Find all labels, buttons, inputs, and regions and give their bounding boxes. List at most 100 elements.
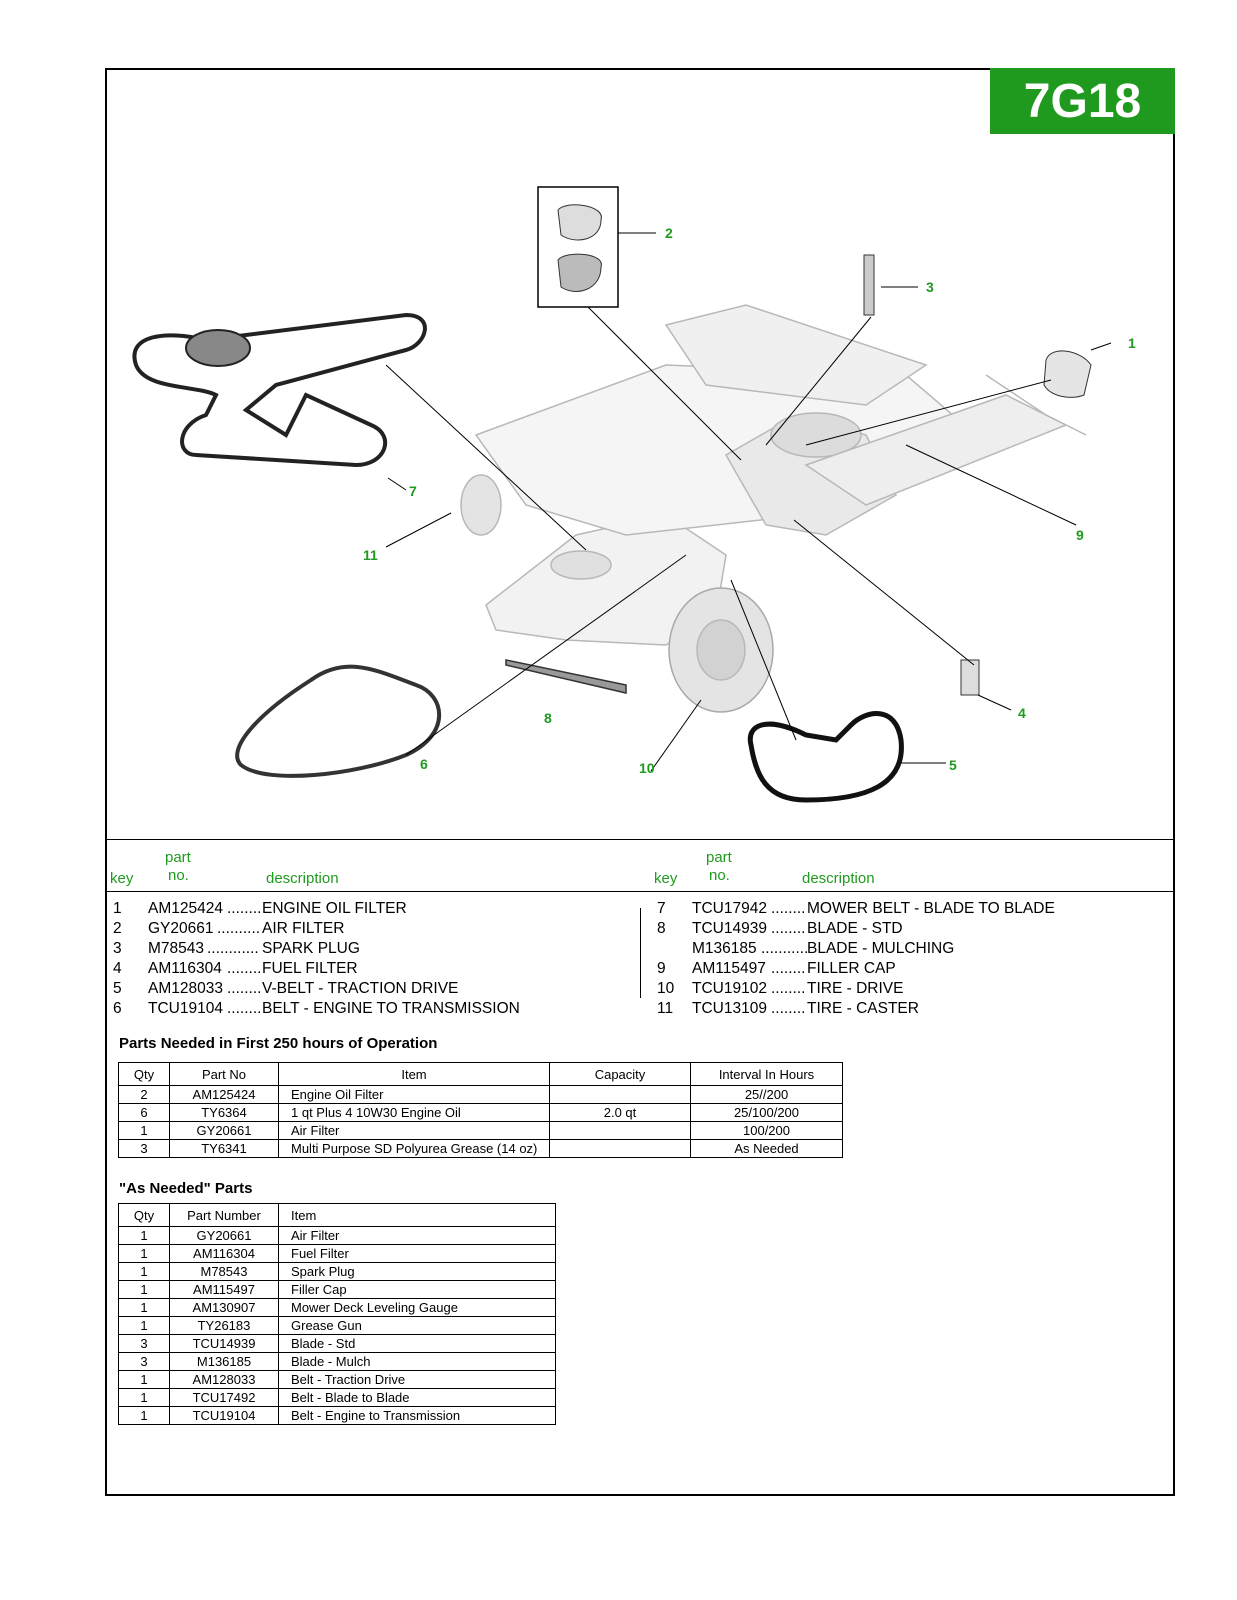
- cell-qty: 6: [118, 1103, 170, 1122]
- part-number: GY20661: [148, 920, 214, 937]
- cell-capacity: 2.0 qt: [549, 1103, 691, 1122]
- callout-4: 4: [1018, 705, 1026, 721]
- part-key: 7: [657, 900, 666, 917]
- part-number: M136185: [692, 940, 757, 957]
- leader-dots: ........: [227, 960, 262, 977]
- part-number: TCU19104: [148, 1000, 223, 1017]
- belt-7-drawing: [132, 312, 427, 468]
- part-key: 6: [113, 1000, 122, 1017]
- part-description: TIRE - CASTER: [807, 1000, 919, 1017]
- leader-dots: ........: [227, 980, 262, 997]
- part-number: AM115497: [692, 960, 766, 977]
- cell-item: Air Filter: [278, 1226, 556, 1245]
- column-header: Item: [278, 1062, 550, 1086]
- part-number: AM125424: [148, 900, 223, 917]
- column-header: Capacity: [549, 1062, 691, 1086]
- belt-6-drawing: [235, 664, 442, 778]
- part-description: AIR FILTER: [262, 920, 345, 937]
- table-row: 3 TY6341 Multi Purpose SD Polyurea Greas…: [118, 1139, 843, 1158]
- cell-part-number: M136185: [169, 1352, 279, 1371]
- belt-5-drawing: [747, 711, 904, 803]
- cell-qty: 1: [118, 1298, 170, 1317]
- leader-dots: ...........: [761, 940, 809, 957]
- part-key: 2: [113, 920, 122, 937]
- part-description: BLADE - MULCHING: [807, 940, 955, 957]
- callout-6: 6: [420, 756, 428, 772]
- callout-1: 1: [1128, 335, 1136, 351]
- header-partno-left-2: no.: [168, 867, 189, 884]
- callout-11: 11: [363, 547, 378, 563]
- part-number: TCU14939: [692, 920, 767, 937]
- part-key: 5: [113, 980, 122, 997]
- leader-dots: ........: [771, 1000, 806, 1017]
- parts-diagram: 1 2 3 4 5 6 7 8 9 10 11: [132, 186, 1136, 803]
- part-key: 10: [657, 980, 675, 997]
- cell-part-no: AM125424: [169, 1085, 279, 1104]
- as-needed-title: "As Needed" Parts: [119, 1180, 253, 1197]
- column-header: Qty: [118, 1203, 170, 1227]
- header-partno-right-1: part: [706, 849, 732, 866]
- cell-item: Engine Oil Filter: [278, 1085, 550, 1104]
- table-row: 6 TY6364 1 qt Plus 4 10W30 Engine Oil 2.…: [118, 1103, 843, 1122]
- column-header: Part No: [169, 1062, 279, 1086]
- column-header: Part Number: [169, 1203, 279, 1227]
- part-description: BLADE - STD: [807, 920, 903, 937]
- part-key: 3: [113, 940, 122, 957]
- cell-item: Mower Deck Leveling Gauge: [278, 1298, 556, 1317]
- cell-interval: 25/100/200: [690, 1103, 843, 1122]
- cell-qty: 1: [118, 1121, 170, 1140]
- cell-item: Multi Purpose SD Polyurea Grease (14 oz): [278, 1139, 550, 1158]
- cell-interval: 25//200: [690, 1085, 843, 1104]
- part-key: 11: [657, 1000, 674, 1017]
- header-partno-right-2: no.: [709, 867, 730, 884]
- leader-dots: ........: [771, 960, 806, 977]
- leader-dots: ........: [227, 1000, 262, 1017]
- leader-dots: ............: [207, 940, 259, 957]
- cell-qty: 1: [118, 1406, 170, 1425]
- cell-capacity: [549, 1085, 691, 1104]
- header-key-left: key: [110, 870, 134, 887]
- part-number: AM116304: [148, 960, 222, 977]
- part-number: M78543: [148, 940, 205, 957]
- part-number: TCU17942: [692, 900, 767, 917]
- blade-8-drawing: [505, 659, 627, 694]
- cell-item: Spark Plug: [278, 1262, 556, 1281]
- part-description: ENGINE OIL FILTER: [262, 900, 407, 917]
- cell-item: Belt - Blade to Blade: [278, 1388, 556, 1407]
- leader-dots: ........: [227, 900, 262, 917]
- callout-5: 5: [949, 757, 957, 773]
- leader-dots: ..........: [217, 920, 261, 937]
- part-number: TCU19102: [692, 980, 767, 997]
- first250-title: Parts Needed in First 250 hours of Opera…: [119, 1035, 438, 1052]
- cell-part-number: TCU17492: [169, 1388, 279, 1407]
- cell-item: Air Filter: [278, 1121, 550, 1140]
- part-key: 1: [113, 900, 122, 917]
- column-header: Interval In Hours: [690, 1062, 843, 1086]
- cell-qty: 3: [118, 1352, 170, 1371]
- callout-2: 2: [665, 225, 673, 241]
- table-row: 2 AM125424 Engine Oil Filter 25//200: [118, 1085, 843, 1104]
- part-description: FILLER CAP: [807, 960, 896, 977]
- cell-item: Blade - Std: [278, 1334, 556, 1353]
- cell-item: 1 qt Plus 4 10W30 Engine Oil: [278, 1103, 550, 1122]
- leader-dots: ........: [771, 900, 806, 917]
- callout-8: 8: [544, 710, 552, 726]
- part-description: TIRE - DRIVE: [807, 980, 904, 997]
- cell-qty: 1: [118, 1226, 170, 1245]
- part-description: MOWER BELT - BLADE TO BLADE: [807, 900, 1055, 917]
- cell-qty: 1: [118, 1244, 170, 1263]
- cell-qty: 1: [118, 1388, 170, 1407]
- cell-item: Belt - Traction Drive: [278, 1370, 556, 1389]
- part-description: BELT - ENGINE TO TRANSMISSION: [262, 1000, 520, 1017]
- mower-illustration: [460, 304, 1087, 713]
- cell-item: Blade - Mulch: [278, 1352, 556, 1371]
- cell-part-number: M78543: [169, 1262, 279, 1281]
- callout-7: 7: [409, 483, 417, 499]
- cell-item: Fuel Filter: [278, 1244, 556, 1263]
